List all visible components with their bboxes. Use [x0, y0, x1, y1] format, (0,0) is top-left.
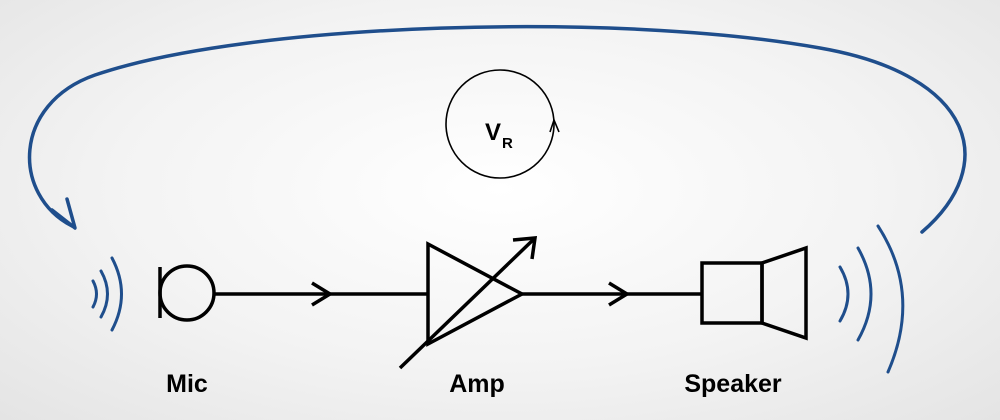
- loop-circle: [445, 69, 555, 179]
- microphone-symbol: [158, 264, 216, 322]
- mic-label: Mic: [166, 370, 208, 398]
- loop-direction-arrowhead: [549, 117, 560, 133]
- variable-gain-line: [398, 236, 537, 370]
- amp-label: Amp: [449, 370, 505, 398]
- feedback-arrowhead: [50, 197, 77, 230]
- feedback-path-arrow: [27, 24, 967, 234]
- variable-gain-arrowhead: [512, 236, 538, 260]
- wire-mic-to-amp: [214, 281, 428, 307]
- speaker-sound-waves: [838, 224, 905, 374]
- loop-symbol: V: [485, 119, 501, 146]
- speaker-label: Speaker: [684, 370, 782, 398]
- speaker-symbol: [700, 245, 808, 341]
- amplifier-symbol: [398, 236, 538, 370]
- loop-subscript: R: [502, 135, 513, 152]
- wire-amp-to-speaker: [522, 281, 702, 307]
- mic-sound-waves: [91, 256, 123, 332]
- loop-gain-indicator: V R: [445, 69, 560, 179]
